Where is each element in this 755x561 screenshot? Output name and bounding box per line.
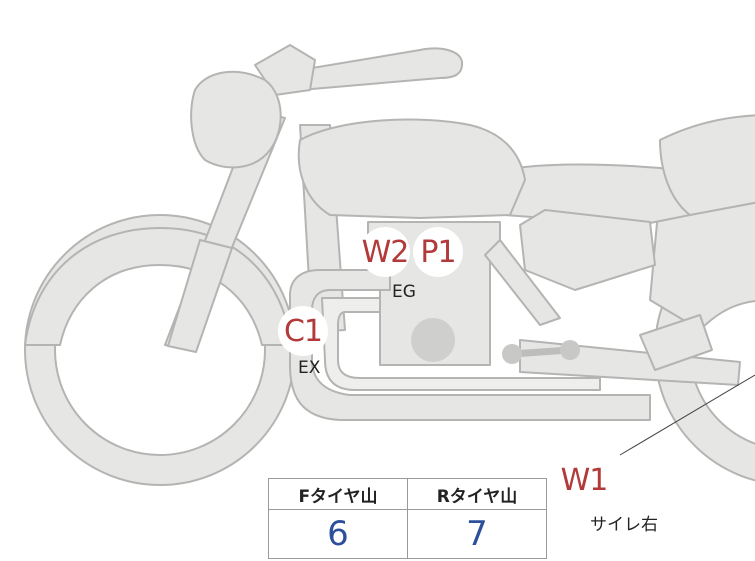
w1-leader-line bbox=[619, 374, 755, 456]
marker-w2-text: W2 bbox=[361, 234, 410, 270]
front-tire-header: Fタイヤ山 bbox=[268, 478, 408, 510]
marker-p1: P1 bbox=[413, 227, 463, 277]
rear-tire-header: Rタイヤ山 bbox=[407, 478, 547, 510]
rear-tire-value: 7 bbox=[407, 509, 547, 559]
marker-p1-text: P1 bbox=[420, 234, 456, 270]
label-eg: EG bbox=[392, 282, 416, 302]
front-tire-value: 6 bbox=[268, 509, 408, 559]
label-w1-location: サイレ右 bbox=[590, 515, 658, 535]
marker-w2: W2 bbox=[360, 227, 410, 277]
marker-w1-text: W1 bbox=[560, 462, 609, 498]
marker-c1: C1 bbox=[278, 306, 328, 356]
marker-c1-text: C1 bbox=[283, 313, 323, 349]
label-ex: EX bbox=[298, 358, 321, 378]
marker-w1: W1 bbox=[559, 455, 609, 505]
engine-cover bbox=[411, 318, 455, 362]
tire-tread-table: Fタイヤ山 Rタイヤ山 6 7 bbox=[268, 478, 547, 559]
fuel-tank bbox=[297, 118, 526, 219]
headlight bbox=[190, 70, 282, 169]
handlebar bbox=[269, 47, 464, 91]
exhaust-pipe bbox=[289, 269, 651, 421]
